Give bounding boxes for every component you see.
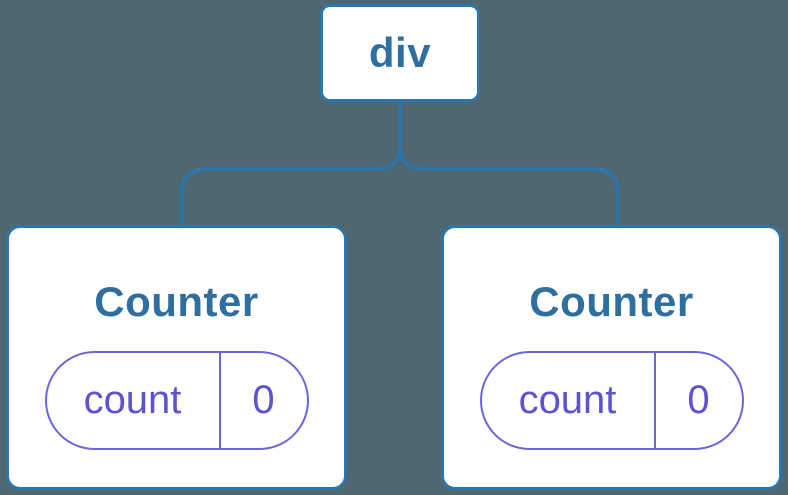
- state-key: count: [518, 378, 617, 422]
- counter-title: Counter: [94, 278, 259, 325]
- counter-node-right: Counter count 0: [441, 225, 782, 490]
- state-pill: count 0: [44, 351, 309, 450]
- state-pill: count 0: [479, 351, 744, 450]
- root-node: div: [320, 4, 480, 102]
- state-value: 0: [687, 378, 710, 422]
- state-value-cell: 0: [656, 353, 742, 448]
- root-node-label: div: [368, 29, 432, 76]
- state-value-cell: 0: [221, 353, 307, 448]
- connector-left-branch: [180, 101, 402, 226]
- counter-node-left: Counter count 0: [6, 225, 347, 490]
- state-key-cell: count: [482, 353, 656, 448]
- counter-title: Counter: [529, 278, 694, 325]
- connector-right-branch: [398, 101, 620, 226]
- state-key-cell: count: [47, 353, 221, 448]
- state-value: 0: [252, 378, 275, 422]
- state-key: count: [83, 378, 182, 422]
